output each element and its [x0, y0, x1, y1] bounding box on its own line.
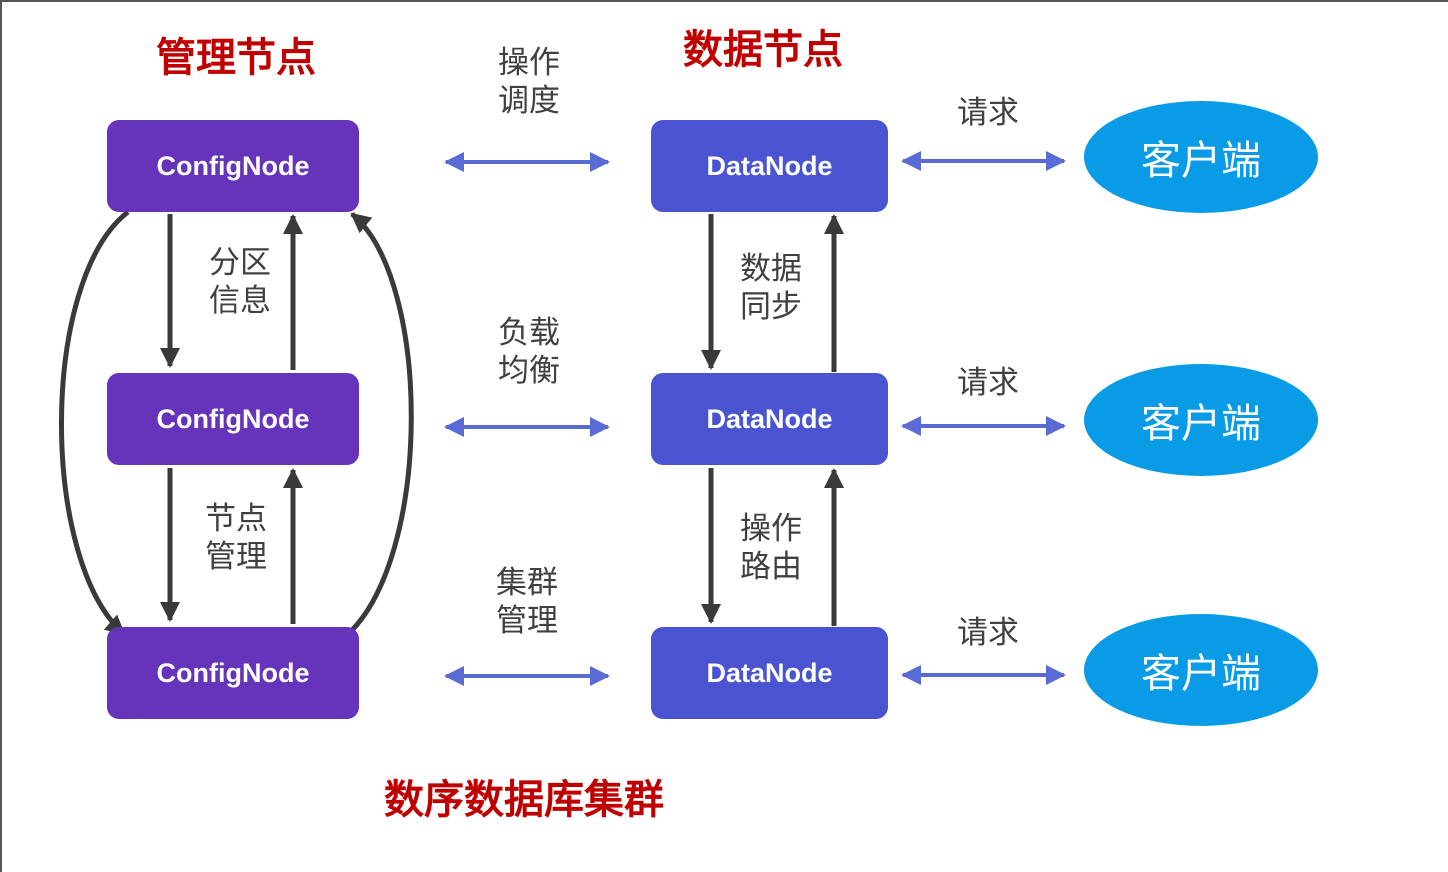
data-node-3[interactable]: DataNode: [651, 627, 888, 719]
request-label-1: 请求: [957, 95, 1019, 131]
data-link-label-operation-routing: 操作 路由: [740, 511, 802, 585]
data-link-label-data-sync: 数据 同步: [740, 251, 802, 325]
frame-left-edge: [0, 0, 2, 872]
config-node-1[interactable]: ConfigNode: [107, 120, 359, 212]
client-1[interactable]: 客户端: [1084, 101, 1318, 213]
data-nodes-title: 数据节点: [683, 27, 843, 73]
middle-label-operation-scheduling: 操作 调度: [498, 45, 560, 119]
middle-label-cluster-management: 集群 管理: [496, 565, 558, 639]
cluster-title: 数序数据库集群: [384, 777, 664, 823]
config-node-2[interactable]: ConfigNode: [107, 373, 359, 465]
client-3[interactable]: 客户端: [1084, 614, 1318, 726]
client-2[interactable]: 客户端: [1084, 364, 1318, 476]
config-right-curve-arrow: [344, 212, 414, 638]
request-label-2: 请求: [957, 365, 1019, 401]
config-left-curve-arrow: [59, 210, 130, 636]
request-label-3: 请求: [957, 615, 1019, 651]
frame-top-edge: [0, 0, 1448, 2]
config-link-label-node-management: 节点 管理: [205, 501, 267, 575]
management-nodes-title: 管理节点: [156, 35, 316, 81]
config-link-label-partition-info: 分区 信息: [209, 245, 271, 319]
data-node-1[interactable]: DataNode: [651, 120, 888, 212]
data-node-2[interactable]: DataNode: [651, 373, 888, 465]
config-node-3[interactable]: ConfigNode: [107, 627, 359, 719]
middle-label-load-balancing: 负载 均衡: [498, 315, 560, 389]
